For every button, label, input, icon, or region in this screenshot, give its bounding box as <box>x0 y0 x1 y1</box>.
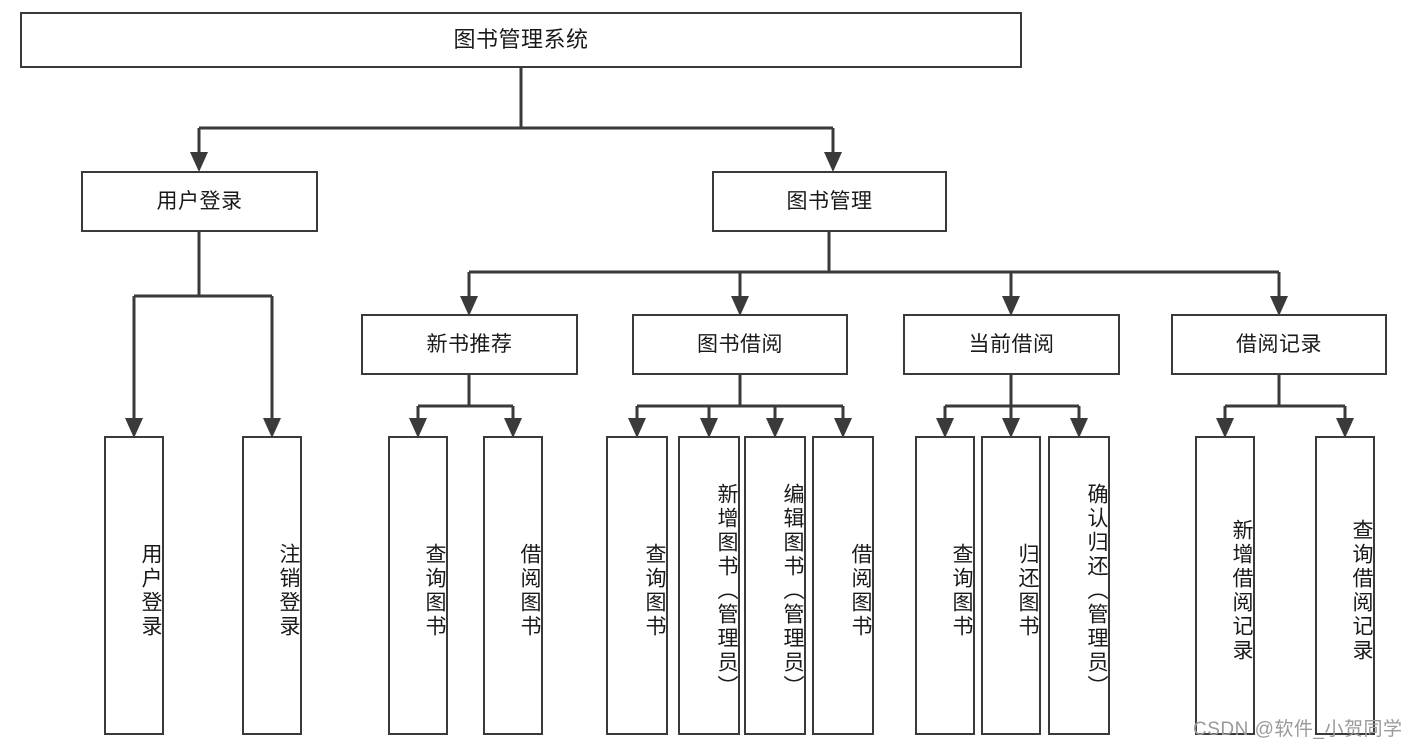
leaf-borrow-book-newbook[interactable]: 借阅图书 <box>483 436 543 735</box>
node-label: 查询图书 <box>643 542 666 639</box>
node-book-borrow[interactable]: 图书借阅 <box>632 314 848 375</box>
node-label: 图书借阅 <box>697 332 783 356</box>
node-label: 图书管理系统 <box>453 26 589 52</box>
leaf-add-book-admin[interactable]: 新增图书（管理员） <box>678 436 740 735</box>
node-label: 注销登录 <box>277 542 300 639</box>
leaf-query-book-borrow[interactable]: 查询图书 <box>606 436 668 735</box>
node-user-login[interactable]: 用户登录 <box>81 171 318 232</box>
node-label: 查询图书 <box>950 542 973 639</box>
node-new-book-recommend[interactable]: 新书推荐 <box>361 314 578 375</box>
node-label: 新书推荐 <box>426 332 513 356</box>
node-label: 用户登录 <box>156 189 243 213</box>
leaf-user-login[interactable]: 用户登录 <box>104 436 164 735</box>
node-label: 确认归还（管理员） <box>1085 482 1108 699</box>
leaf-logout[interactable]: 注销登录 <box>242 436 302 735</box>
node-label: 用户登录 <box>139 542 162 639</box>
node-root-system[interactable]: 图书管理系统 <box>20 12 1022 68</box>
leaf-edit-book-admin[interactable]: 编辑图书（管理员） <box>744 436 806 735</box>
node-label: 新增借阅记录 <box>1230 518 1253 663</box>
leaf-query-borrow-record[interactable]: 查询借阅记录 <box>1315 436 1375 735</box>
node-current-borrow[interactable]: 当前借阅 <box>903 314 1120 375</box>
leaf-return-book[interactable]: 归还图书 <box>981 436 1041 735</box>
node-label: 当前借阅 <box>968 332 1055 356</box>
node-label: 借阅图书 <box>849 542 872 639</box>
node-label: 归还图书 <box>1016 542 1039 639</box>
node-label: 新增图书（管理员） <box>715 482 738 699</box>
watermark-text: CSDN @软件_小贺同学 <box>1193 719 1403 740</box>
leaf-query-book-newbook[interactable]: 查询图书 <box>388 436 448 735</box>
leaf-confirm-return-admin[interactable]: 确认归还（管理员） <box>1048 436 1110 735</box>
leaf-add-borrow-record[interactable]: 新增借阅记录 <box>1195 436 1255 735</box>
node-book-manage[interactable]: 图书管理 <box>712 171 947 232</box>
node-label: 借阅记录 <box>1236 332 1322 356</box>
node-label: 图书管理 <box>786 189 873 213</box>
node-borrow-record[interactable]: 借阅记录 <box>1171 314 1387 375</box>
node-label: 查询借阅记录 <box>1350 518 1373 663</box>
node-label: 编辑图书（管理员） <box>781 482 804 699</box>
leaf-query-book-current[interactable]: 查询图书 <box>915 436 975 735</box>
node-label: 查询图书 <box>423 542 446 639</box>
leaf-borrow-book[interactable]: 借阅图书 <box>812 436 874 735</box>
node-label: 借阅图书 <box>518 542 541 639</box>
